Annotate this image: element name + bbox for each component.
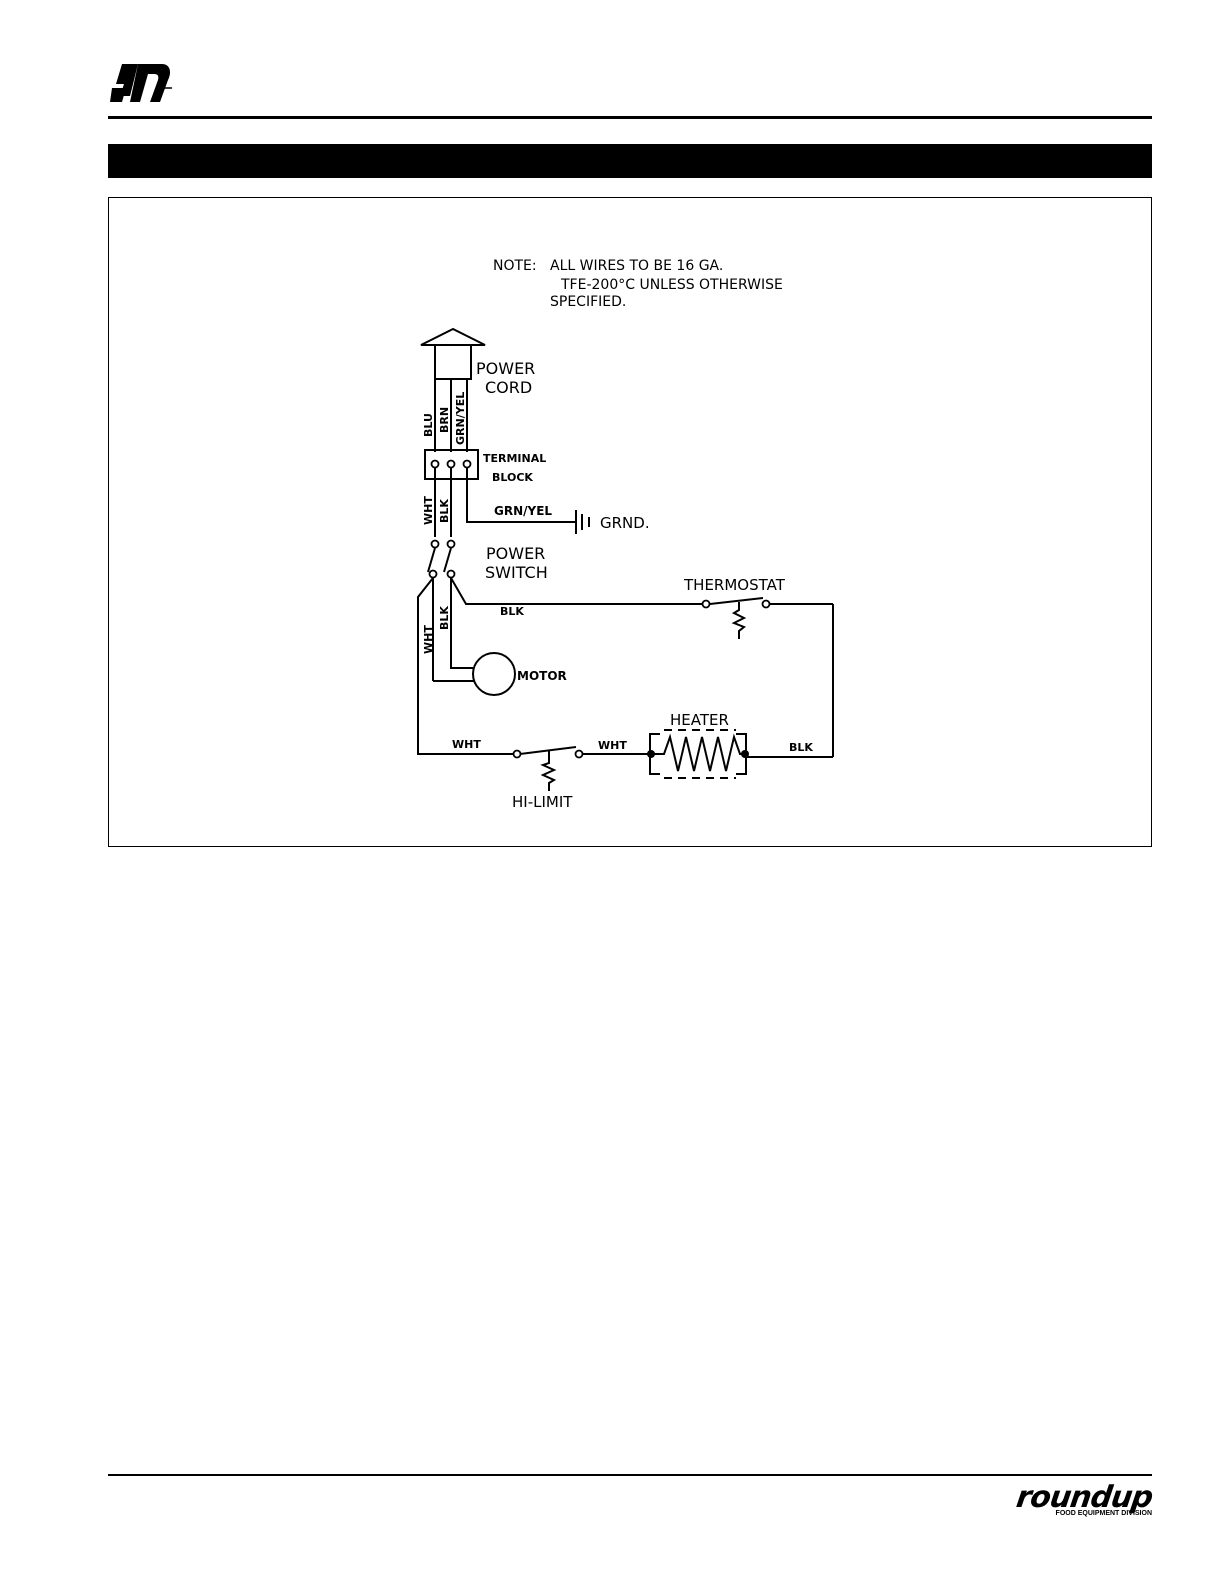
company-logo-icon bbox=[108, 58, 174, 108]
motor-symbol bbox=[473, 653, 515, 695]
header-rule bbox=[108, 116, 1152, 119]
wire-label-blk-lower: BLK bbox=[438, 606, 451, 630]
wire-label-blk-upper: BLK bbox=[438, 499, 451, 523]
brand-logo: roundup FOOD EQUIPMENT DIVISION bbox=[1012, 1484, 1152, 1517]
thermostat-label: THERMOSTAT bbox=[683, 576, 786, 594]
brand-name: roundup bbox=[1010, 1484, 1154, 1512]
hi-limit-label: HI-LIMIT bbox=[512, 793, 573, 811]
footer-rule bbox=[108, 1474, 1152, 1476]
wire-label-wht-heater: WHT bbox=[598, 739, 627, 752]
note-line-2: TFE-200°C UNLESS OTHERWISE bbox=[560, 277, 783, 293]
wire-label-wht-lower: WHT bbox=[422, 625, 435, 654]
wire-label-blk-thermo: BLK bbox=[500, 605, 524, 618]
wire-label-grn-yel-cord: GRN/YEL bbox=[454, 392, 467, 445]
wire-label-blk-heater: BLK bbox=[789, 741, 813, 754]
note-line-3: SPECIFIED. bbox=[550, 294, 626, 310]
terminal-block-label-2: BLOCK bbox=[492, 471, 533, 484]
motor-label: MOTOR bbox=[517, 669, 567, 683]
wire-label-blu: BLU bbox=[422, 413, 435, 437]
note-line-1: ALL WIRES TO BE 16 GA. bbox=[550, 258, 723, 274]
wire-label-wht-upper: WHT bbox=[422, 496, 435, 525]
ground-label: GRND. bbox=[600, 514, 650, 532]
heater-element bbox=[651, 737, 746, 771]
power-cord-label: POWER bbox=[476, 359, 535, 378]
section-title-bar bbox=[108, 144, 1152, 178]
power-switch-label: POWER bbox=[486, 544, 545, 563]
power-switch-label-2: SWITCH bbox=[485, 563, 548, 582]
wiring-diagram: NOTE: ALL WIRES TO BE 16 GA. TFE-200°C U… bbox=[108, 197, 1152, 847]
power-cord-body bbox=[435, 345, 471, 379]
wire-label-wht-bottom: WHT bbox=[452, 738, 481, 751]
power-cord-label-2: CORD bbox=[485, 378, 532, 397]
note-label: NOTE: bbox=[493, 258, 537, 274]
wire-label-grn-yel: GRN/YEL bbox=[494, 504, 552, 518]
power-cord-plug bbox=[421, 329, 485, 345]
heater-label: HEATER bbox=[670, 711, 729, 729]
terminal-block-label: TERMINAL bbox=[483, 452, 546, 465]
wire-label-brn: BRN bbox=[438, 407, 451, 433]
